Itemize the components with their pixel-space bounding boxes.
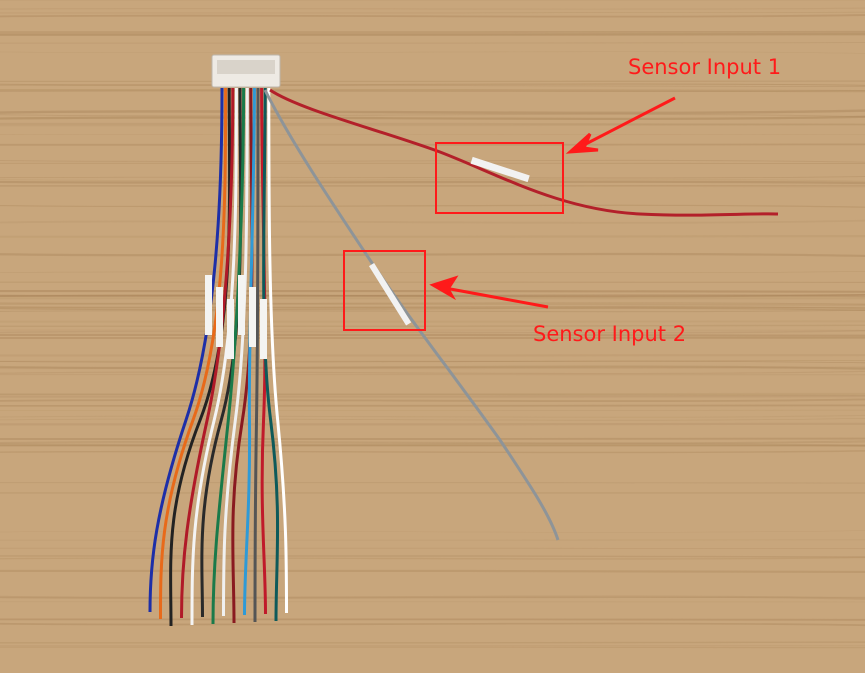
wood-grain xyxy=(0,0,865,649)
wood-grain-line xyxy=(0,204,865,208)
wood-grain-line xyxy=(0,366,865,370)
wood-grain-line xyxy=(0,569,865,573)
wood-grain-line xyxy=(0,83,865,86)
wood-grain-line xyxy=(0,595,865,600)
wood-grain-line xyxy=(0,180,865,185)
wood-grain-line xyxy=(0,302,865,306)
wood-grain-line xyxy=(0,309,865,313)
wire-label-sleeve xyxy=(227,299,234,359)
sensor-wire-1-label-sleeve xyxy=(470,156,530,183)
wood-grain-line xyxy=(0,178,865,182)
wood-grain-line xyxy=(0,450,865,454)
wood-grain-line xyxy=(0,294,865,297)
wood-grain-line xyxy=(0,307,865,311)
bundle-wire xyxy=(262,87,280,622)
sensor-wire-2-label-sleeve xyxy=(368,262,412,326)
sensor-input-2-label: Sensor Input 2 xyxy=(533,322,687,346)
wood-grain-line xyxy=(0,409,865,412)
wood-grain-line xyxy=(0,370,865,375)
bundle-wire xyxy=(222,87,249,617)
wood-grain-line xyxy=(0,596,865,599)
wire-label-sleeve xyxy=(260,299,267,359)
wood-grain-line xyxy=(0,329,865,334)
bundle-wire xyxy=(200,87,243,618)
wood-grain-line xyxy=(0,123,865,127)
wood-grain-line xyxy=(0,398,865,402)
wire-label-sleeve xyxy=(238,275,245,335)
wood-grain-line xyxy=(0,306,865,310)
wood-grain-line xyxy=(0,14,865,18)
wood-grain-line xyxy=(0,440,865,444)
wood-grain-line xyxy=(0,88,865,93)
bundle-wire xyxy=(253,87,260,623)
wood-grain-line xyxy=(0,234,865,238)
wood-grain-line xyxy=(0,122,865,126)
wood-grain-line xyxy=(0,51,865,54)
wood-grain-line xyxy=(0,302,865,305)
wood-grain-line xyxy=(0,32,865,36)
wood-grain-line xyxy=(0,324,865,328)
bundle-wire xyxy=(267,87,288,614)
sensor-input-2-highlight-box xyxy=(343,250,426,331)
connector-housing xyxy=(211,54,281,88)
sensor-wire-1 xyxy=(269,88,779,217)
wire-bundle xyxy=(148,87,288,627)
wood-grain-line xyxy=(0,176,865,179)
wood-grain-line xyxy=(0,646,865,649)
wood-grain-line xyxy=(0,293,865,298)
wire-label-sleeve xyxy=(249,287,256,347)
sensor-wire-2 xyxy=(263,89,560,541)
wood-grain-line xyxy=(0,414,865,418)
bundle-wire xyxy=(180,87,235,619)
wood-grain-line xyxy=(0,333,865,337)
bundle-wire xyxy=(190,87,238,626)
wood-grain-line xyxy=(0,159,865,163)
bundle-wire xyxy=(159,87,228,620)
wood-grain-line xyxy=(0,90,865,93)
bundle-wire xyxy=(169,87,232,627)
wire-label-sleeve xyxy=(205,275,212,335)
wood-grain-line xyxy=(0,184,865,187)
wood-grain-line xyxy=(0,271,865,273)
wood-grain-line xyxy=(0,33,865,37)
wood-grain-line xyxy=(0,547,865,549)
wood-grain-line xyxy=(0,555,865,558)
wood-grain-line xyxy=(0,365,865,370)
wood-grain-line xyxy=(0,422,865,426)
wood-grain-line xyxy=(0,289,865,293)
wood-grain-line xyxy=(0,113,865,118)
wood-grain-line xyxy=(0,417,865,421)
wood-grain-line xyxy=(0,111,865,115)
bundle-wire xyxy=(243,87,256,616)
bundle-wire xyxy=(260,87,267,615)
bundle-wire xyxy=(148,87,224,613)
wire-label-sleeve xyxy=(216,287,223,347)
bundle-wire xyxy=(211,87,246,625)
wood-grain-line xyxy=(0,618,865,621)
sensor-input-1-label: Sensor Input 1 xyxy=(628,55,782,79)
wood-grain-line xyxy=(0,360,865,364)
wood-grain-line xyxy=(0,109,865,114)
wood-grain-line xyxy=(0,42,865,44)
wood-grain-line xyxy=(0,115,865,120)
wood-grain-line xyxy=(0,252,865,258)
wood-grain-line xyxy=(0,219,865,224)
wood-grain-line xyxy=(0,622,865,627)
sensor-input-1-arrow xyxy=(565,96,676,154)
wood-grain-line xyxy=(0,641,865,644)
wood-grain-line xyxy=(0,437,865,441)
wood-grain-line xyxy=(0,294,865,298)
sensor-input-1-highlight-box xyxy=(435,142,564,214)
wood-grain-line xyxy=(0,481,865,484)
wood-grain-line xyxy=(0,7,865,10)
sensor-input-2-arrow xyxy=(429,275,549,309)
wood-grain-line xyxy=(0,443,865,447)
bundle-wire xyxy=(231,87,254,624)
wood-grain-line xyxy=(0,530,865,533)
wood-grain-line xyxy=(0,556,865,560)
wood-grain-line xyxy=(0,441,865,445)
